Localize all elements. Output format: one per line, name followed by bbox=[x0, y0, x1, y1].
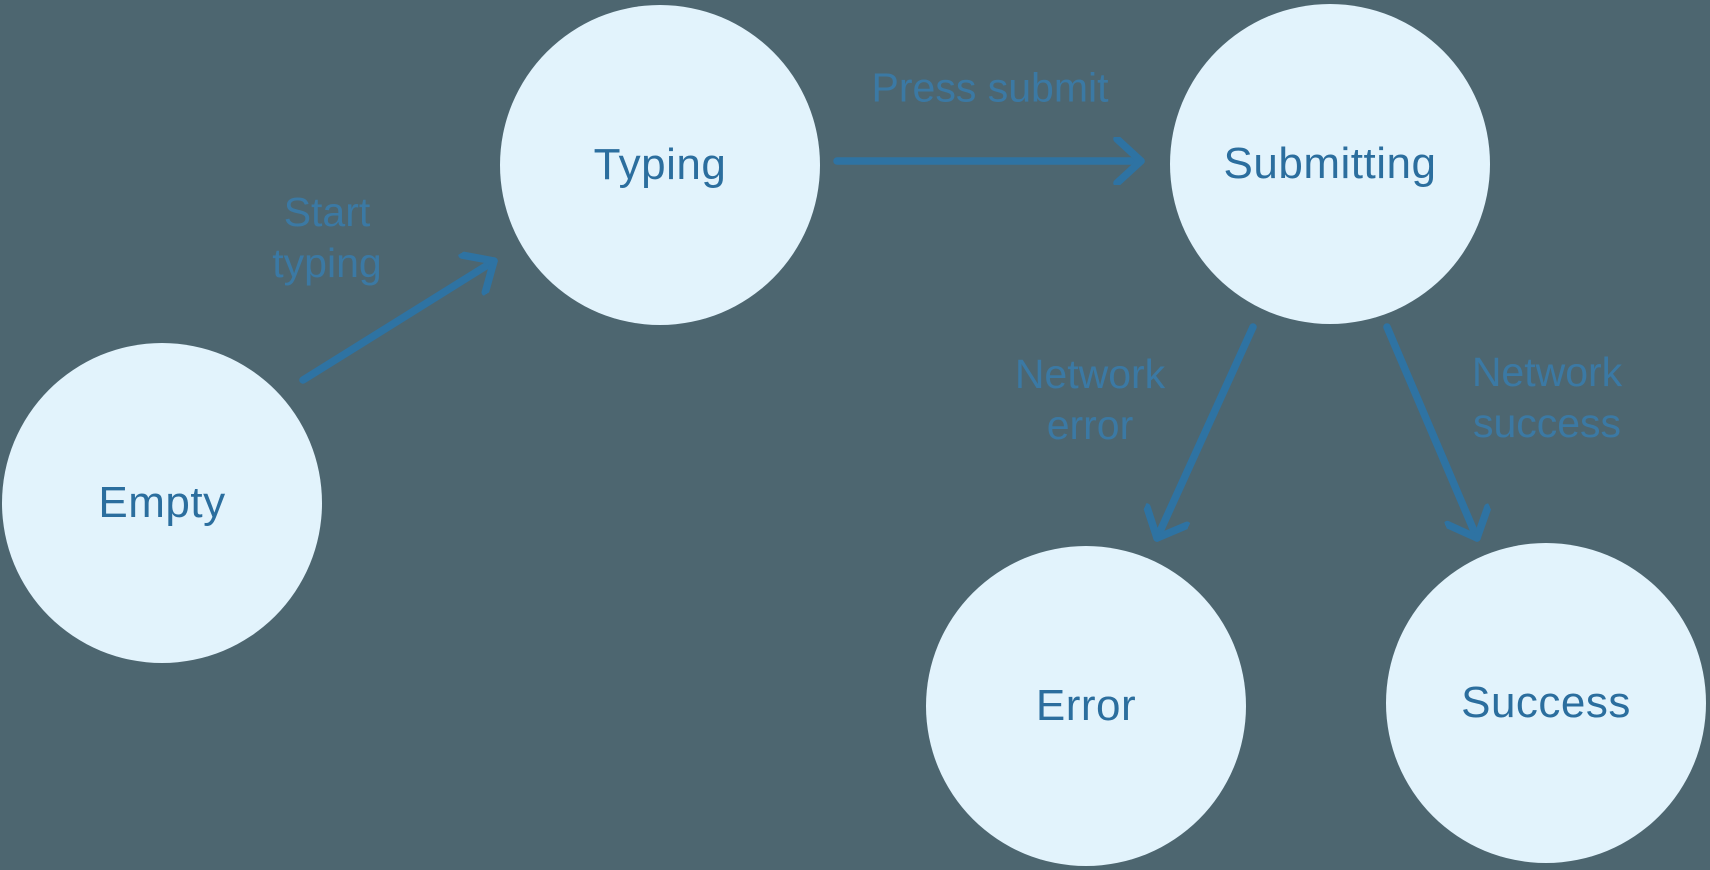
edge-label-network-error: Network error bbox=[1015, 349, 1165, 451]
edge-label-line: success bbox=[1472, 400, 1622, 446]
state-node-error: Error bbox=[926, 546, 1246, 866]
state-node-empty-label: Empty bbox=[98, 478, 226, 527]
state-node-submitting-label: Submitting bbox=[1223, 139, 1437, 188]
state-node-typing: Typing bbox=[500, 5, 820, 325]
edge-label-line: Network bbox=[1471, 349, 1623, 395]
edge-label-start-typing: Start typing bbox=[272, 187, 381, 289]
edge-label-line: Start bbox=[283, 189, 371, 235]
state-node-success: Success bbox=[1386, 543, 1706, 863]
edge-label-line: Press submit bbox=[871, 64, 1109, 111]
state-node-error-label: Error bbox=[1035, 681, 1137, 730]
state-node-success-label: Success bbox=[1461, 678, 1631, 727]
arrow-submitting-to-success bbox=[1383, 323, 1477, 542]
edge-label-line: Network bbox=[1014, 351, 1166, 397]
arrow-submitting-to-error bbox=[1157, 323, 1257, 542]
state-node-typing-label: Typing bbox=[593, 140, 727, 189]
state-node-empty: Empty bbox=[2, 343, 322, 663]
state-node-submitting: Submitting bbox=[1170, 4, 1490, 324]
edge-label-line: typing bbox=[272, 240, 382, 286]
edge-label-network-success: Network success bbox=[1472, 347, 1622, 449]
edge-label-line: error bbox=[1046, 402, 1134, 448]
edge-label-press-submit: Press submit bbox=[872, 63, 1109, 114]
